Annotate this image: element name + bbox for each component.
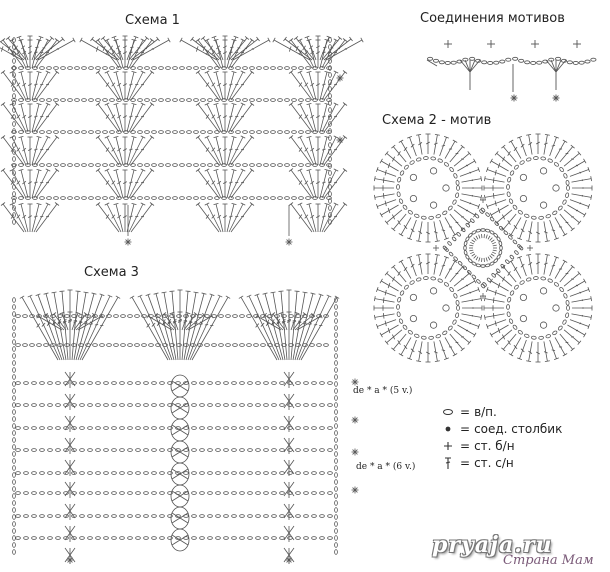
legend-row-single-crochet: = ст. б/н bbox=[440, 437, 562, 454]
motif-joins-chart bbox=[426, 40, 597, 102]
legend-label-chain: в/п. bbox=[474, 404, 497, 419]
plus-icon bbox=[440, 441, 456, 451]
scheme-2-motif-chart bbox=[373, 133, 593, 363]
scheme-1-title: Схема 1 bbox=[125, 13, 180, 28]
scheme-1-chart bbox=[0, 35, 364, 246]
scheme-3-title: Схема 3 bbox=[84, 265, 139, 280]
scheme-2-title: Схема 2 - мотив bbox=[382, 113, 492, 128]
watermark-logo: pryaja.ru bbox=[432, 532, 553, 558]
row-5-annotation: de * a * (5 v.) bbox=[353, 386, 413, 396]
legend-label-double-crochet: ст. с/н bbox=[474, 455, 514, 470]
scheme-3-chart bbox=[12, 289, 359, 564]
watermark-subtitle: Страна Мам bbox=[503, 553, 594, 568]
legend-label-slip-stitch: соед. столбик bbox=[474, 421, 563, 436]
dot-icon bbox=[440, 425, 456, 433]
motif-joins-title: Соединения мотивов bbox=[420, 11, 565, 26]
legend-row-slip-stitch: = соед. столбик bbox=[440, 420, 562, 437]
stitch-legend: = в/п. = соед. столбик = ст. б/н = ст. с… bbox=[440, 403, 562, 471]
chain-oval-icon bbox=[440, 408, 456, 416]
legend-row-double-crochet: = ст. с/н bbox=[440, 454, 562, 471]
legend-label-single-crochet: ст. б/н bbox=[474, 438, 515, 453]
double-crochet-icon bbox=[440, 456, 456, 470]
legend-row-chain: = в/п. bbox=[440, 403, 562, 420]
row-6-annotation: de * a * (6 v.) bbox=[356, 462, 416, 472]
